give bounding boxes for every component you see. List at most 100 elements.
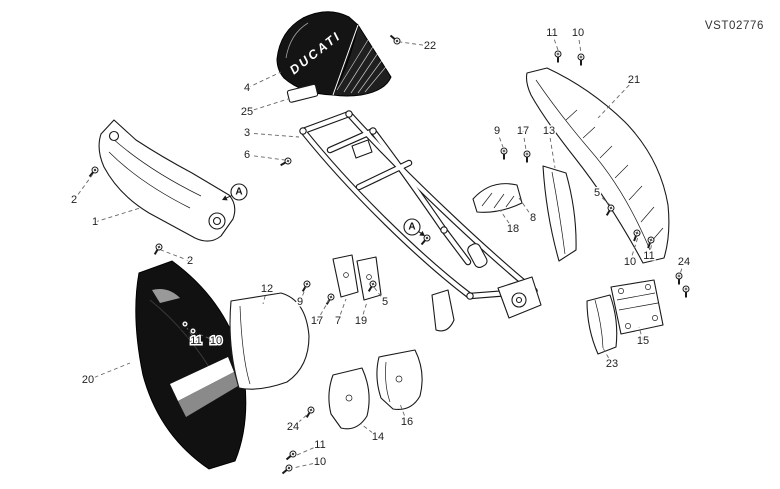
shield-16-part [376, 349, 423, 411]
leader-line [360, 301, 368, 322]
callout-3: 3 [244, 127, 250, 139]
leader-line [246, 132, 300, 138]
leader-line [73, 173, 94, 201]
seat-pad-part [286, 83, 319, 103]
callout-11: 11 [314, 439, 325, 451]
callout-1: 1 [92, 216, 98, 228]
callout-24: 24 [287, 421, 299, 433]
callout-25: 25 [241, 106, 253, 118]
support-bracket-part [472, 183, 523, 213]
leader-line [522, 130, 527, 151]
leader-line [160, 249, 191, 262]
leader-line [596, 192, 611, 206]
subframe-part [299, 110, 542, 332]
callout-5: 5 [594, 187, 600, 199]
lower-bracket-part [586, 294, 618, 355]
callout-6: 6 [244, 149, 250, 161]
callout-20: 20 [82, 374, 94, 386]
shield-14-part [328, 367, 370, 430]
side-panel-part [135, 260, 247, 470]
leader-line [638, 326, 644, 342]
leader-line [679, 261, 685, 275]
callout-11: 11 [643, 250, 654, 262]
leader-line [399, 41, 431, 47]
callout-10: 10 [314, 456, 326, 468]
detail-marker: A [222, 183, 248, 201]
leader-line [292, 412, 310, 428]
screw-part [86, 164, 101, 180]
leader-line [246, 71, 282, 89]
screw-part [151, 241, 165, 257]
svg-text:A: A [408, 222, 415, 233]
part-code: VST02776 [704, 20, 764, 32]
callout-13: 13 [543, 125, 555, 137]
callout-2: 2 [71, 194, 77, 206]
callout-4: 4 [244, 82, 250, 94]
screw-part [418, 232, 433, 248]
leader-line [292, 461, 321, 469]
screw-part [323, 291, 337, 307]
screw-part [554, 50, 562, 64]
right-panel-part [525, 67, 670, 264]
screw-part [279, 462, 295, 477]
callout-17: 17 [517, 125, 529, 137]
leader-line [246, 154, 286, 161]
bracket-7-part [332, 254, 359, 298]
leader-line [597, 79, 635, 119]
callout-9: 9 [297, 296, 303, 308]
mounting-plate-part [610, 279, 664, 335]
detail-markers-layer: AA [222, 183, 425, 236]
screw-part [303, 404, 317, 420]
leader-line [548, 130, 556, 169]
svg-text:A: A [235, 187, 242, 198]
left-bracket-part [98, 119, 236, 242]
screw-part [387, 32, 403, 47]
leader-line [195, 332, 217, 342]
screw-part [675, 272, 683, 286]
heat-guard-part [542, 165, 577, 262]
callout-16: 16 [401, 416, 413, 428]
leader-line [246, 98, 289, 113]
callout-24: 24 [678, 256, 690, 268]
screw-part [603, 202, 617, 218]
callout-7: 7 [335, 315, 341, 327]
leader-line [629, 236, 639, 263]
callout-19: 19 [355, 315, 367, 327]
screw-part [500, 147, 508, 161]
screw-part [278, 155, 294, 169]
callout-8: 8 [530, 212, 536, 224]
screw-part [577, 53, 585, 67]
leader-line [499, 209, 514, 230]
callout-18: 18 [507, 223, 519, 235]
leader-line [299, 286, 307, 303]
leader-line [94, 207, 141, 223]
leader-line [87, 362, 131, 381]
detail-marker: A [403, 218, 425, 236]
screw-part [299, 278, 313, 294]
leader-line [186, 327, 197, 342]
leader-line [577, 32, 582, 54]
callout-14: 14 [372, 431, 384, 443]
screw-part [682, 285, 690, 299]
callout-10: 10 [624, 256, 636, 268]
callout-11: 11 [546, 27, 557, 39]
leader-line [648, 242, 653, 257]
leader-line [602, 347, 613, 365]
callout-10: 10 [210, 335, 222, 347]
leader-line [399, 403, 408, 423]
callout-23: 23 [606, 358, 618, 370]
callout-9: 9 [494, 125, 500, 137]
leader-line [496, 130, 504, 148]
leader-line [373, 286, 386, 303]
bracket-19-part [356, 256, 382, 301]
leader-line [360, 423, 379, 438]
inner-panel-part [229, 292, 310, 390]
screw-part [283, 448, 299, 463]
callout-11: 11 [190, 335, 201, 347]
callout-15: 15 [637, 335, 649, 347]
callout-12: 12 [261, 283, 273, 295]
callout-5: 5 [382, 296, 388, 308]
callout-22: 22 [424, 40, 436, 52]
